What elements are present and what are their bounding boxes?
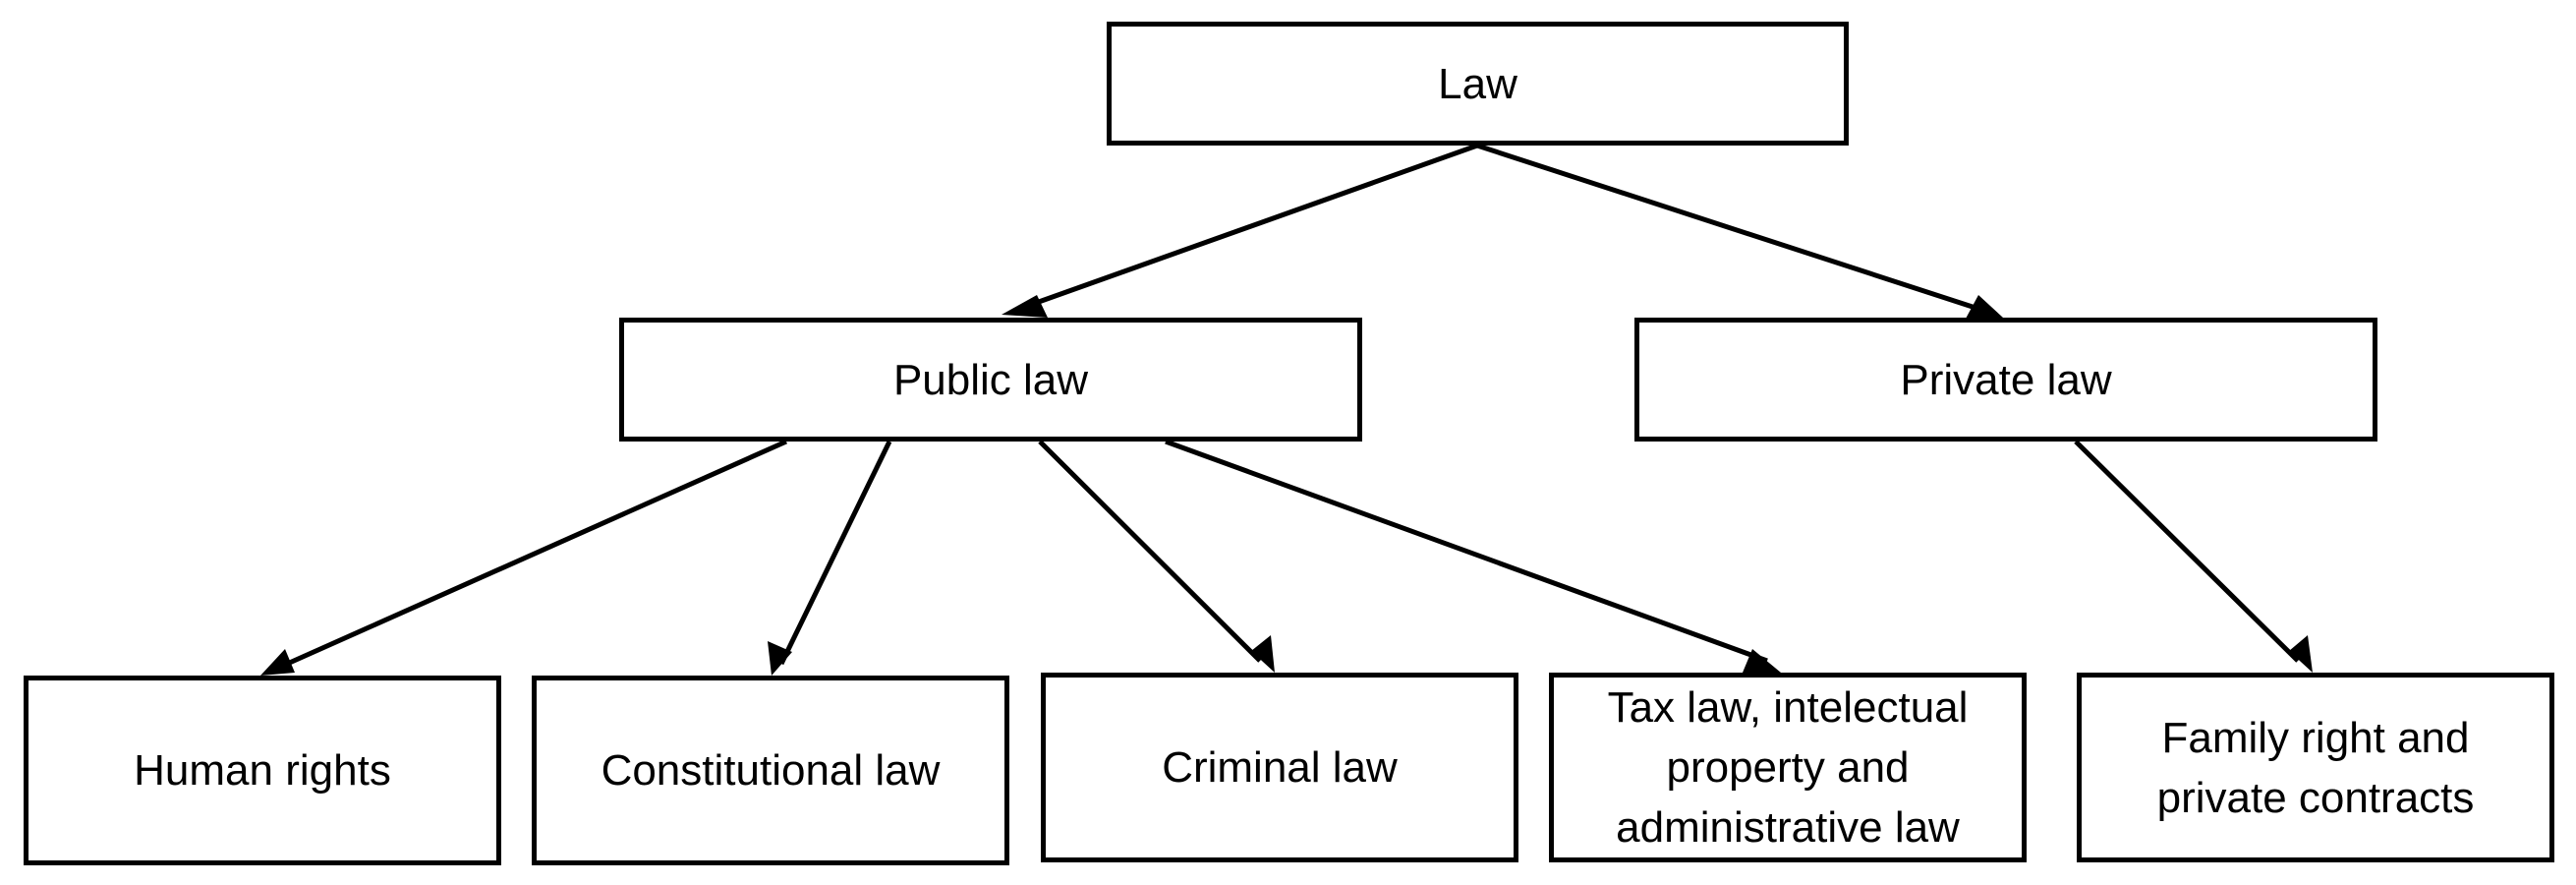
node-family-right-label: Family right and private contracts — [2157, 708, 2475, 828]
edge-public-law-to-human-rights — [283, 439, 788, 668]
node-tax-law-line-3: administrative law — [1616, 803, 1960, 852]
node-family-right-line-2: private contracts — [2156, 773, 2475, 822]
node-tax-law-line-1: Tax law, intelectual — [1607, 683, 1969, 732]
edge-private-law-to-family-right — [2074, 440, 2300, 663]
arrowhead-constitutional-law — [768, 641, 792, 676]
node-criminal-law: Criminal law — [1041, 673, 1518, 862]
edge-law-to-private-law — [1476, 143, 1976, 311]
node-criminal-law-label: Criminal law — [1162, 743, 1398, 792]
node-family-right-line-1: Family right and — [2161, 713, 2470, 762]
edge-public-law-to-constitutional-law — [778, 440, 892, 666]
arrowhead-public-law — [1002, 295, 1048, 318]
node-public-law-label: Public law — [892, 355, 1089, 404]
node-tax-law: Tax law, intelectual property and admini… — [1549, 673, 2027, 862]
node-constitutional-law: Constitutional law — [532, 676, 1009, 865]
node-law: Law — [1107, 22, 1849, 146]
edge-public-law-to-tax-law — [1165, 439, 1768, 664]
arrowhead-criminal-law — [1251, 635, 1275, 673]
node-tax-law-label: Tax law, intelectual property and admini… — [1608, 678, 1969, 857]
edge-law-to-public-law — [1021, 143, 1478, 311]
node-law-label: Law — [1438, 59, 1517, 108]
edge-public-law-to-criminal-law — [1038, 440, 1262, 663]
node-public-law: Public law — [619, 318, 1362, 442]
node-family-right: Family right and private contracts — [2077, 673, 2554, 862]
node-private-law: Private law — [1634, 318, 2377, 442]
arrowhead-human-rights — [260, 649, 295, 676]
node-private-law-label: Private law — [1900, 355, 2112, 404]
arrowhead-private-law — [1966, 295, 2003, 319]
node-human-rights-label: Human rights — [134, 746, 391, 795]
arrowhead-family-right — [2289, 635, 2313, 673]
node-tax-law-line-2: property and — [1666, 743, 1910, 792]
arrowhead-tax-law — [1743, 649, 1781, 673]
node-human-rights: Human rights — [24, 676, 501, 865]
node-constitutional-law-label: Constitutional law — [601, 746, 941, 795]
